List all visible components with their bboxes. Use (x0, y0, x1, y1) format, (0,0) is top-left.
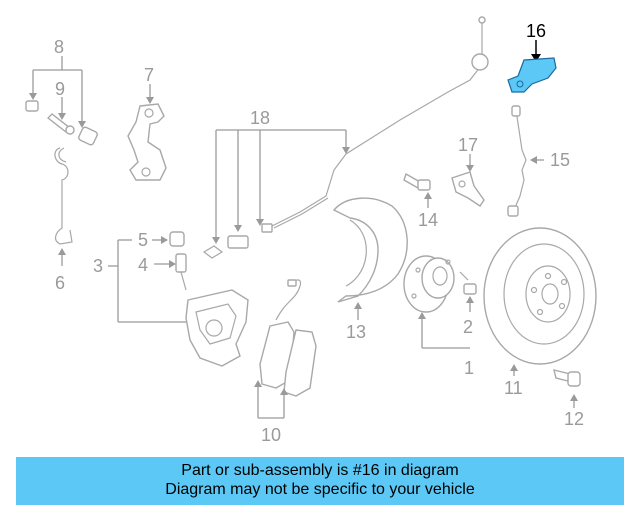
callout-2: 2 (463, 317, 473, 337)
part-6-spring-clip (54, 147, 73, 266)
callout-16: 16 (526, 21, 546, 41)
callout-11: 11 (504, 378, 523, 398)
part-11-brake-rotor (483, 227, 597, 376)
callout-15: 15 (550, 150, 570, 170)
part-8-guide-pin-kit (25, 56, 98, 146)
callout-14: 14 (418, 210, 438, 230)
callout-5: 5 (138, 230, 148, 250)
callout-3: 3 (93, 256, 103, 276)
callout-7: 7 (144, 65, 154, 85)
part-3-caliper-group (108, 231, 249, 367)
callout-1: 1 (464, 358, 474, 378)
part-17-sensor-bracket (451, 154, 485, 207)
caption-line-2: Diagram may not be specific to your vehi… (165, 481, 475, 498)
callout-17: 17 (458, 135, 478, 155)
callout-8: 8 (54, 37, 64, 57)
part-12-wheel-bolt (553, 369, 581, 408)
part-1-wheel-hub (403, 255, 470, 349)
part-13-splash-shield (332, 197, 408, 320)
part-7-caliper-bracket (127, 84, 167, 181)
callout-12: 12 (564, 409, 584, 429)
callout-6: 6 (55, 273, 65, 293)
part-18-sensor-wire (202, 16, 489, 259)
part-10-brake-pads (254, 279, 317, 419)
callout-13: 13 (346, 322, 366, 342)
part-14-bolt (403, 172, 432, 208)
part-2-bolt (459, 271, 477, 312)
part-15-abs-sensor (507, 105, 544, 217)
callout-4: 4 (138, 255, 148, 275)
callout-18: 18 (250, 108, 270, 128)
brake-diagram: 8 9 7 18 16 17 15 14 5 4 3 6 13 2 1 11 1… (25, 16, 597, 445)
callout-9: 9 (55, 79, 65, 99)
part-16-highlighted-bracket (507, 40, 557, 93)
callout-10: 10 (261, 425, 281, 445)
caption-line-1: Part or sub-assembly is #16 in diagram (181, 462, 459, 479)
caption-banner: Part or sub-assembly is #16 in diagram D… (16, 457, 624, 505)
